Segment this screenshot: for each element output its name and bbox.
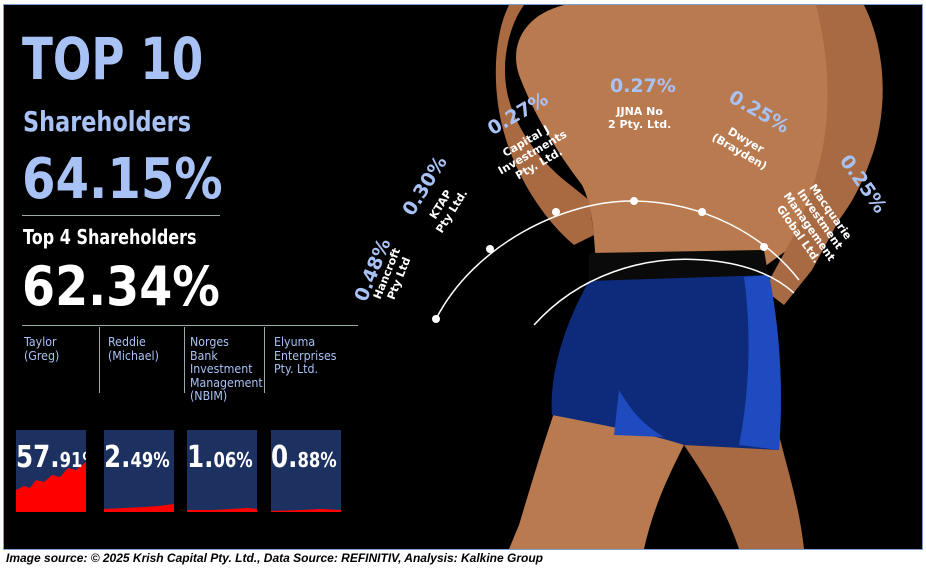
top4-value: 1.06%	[187, 440, 253, 475]
top4-percentage: 62.34%	[22, 255, 220, 318]
area-sparkline	[187, 508, 257, 512]
top4-value: 2.49%	[104, 440, 170, 475]
divider	[22, 325, 358, 326]
top4-value: 0.88%	[271, 440, 337, 475]
area-sparkline	[271, 509, 341, 512]
infographic-canvas: TOP 10 Shareholders 64.15% Top 4 Shareho…	[3, 4, 923, 550]
top4-value: 57.91%	[16, 440, 86, 475]
source-footer: Image source: © 2025 Krish Capital Pty. …	[6, 551, 543, 565]
column-divider	[99, 327, 100, 393]
divider	[22, 215, 220, 216]
top4-label: Top 4 Shareholders	[23, 225, 197, 249]
shareholder-name: Taylor(Greg)	[24, 335, 60, 363]
column-divider	[264, 327, 265, 393]
headline-subtitle: Shareholders	[23, 105, 192, 138]
shareholder-name: Reddie(Michael)	[108, 335, 159, 363]
top4-value-box: 2.49%	[104, 430, 174, 512]
column-divider	[184, 327, 185, 393]
top4-value-box: 57.91%	[16, 430, 86, 512]
shareholder-percentage: 0.27%	[610, 75, 676, 97]
headline-title: TOP 10	[22, 25, 204, 93]
figure-illustration	[432, 5, 883, 549]
top4-value-box: 0.88%	[271, 430, 341, 512]
area-sparkline	[16, 462, 86, 512]
top10-percentage: 64.15%	[22, 147, 223, 212]
top4-value-box: 1.06%	[187, 430, 257, 512]
area-sparkline	[104, 504, 174, 512]
